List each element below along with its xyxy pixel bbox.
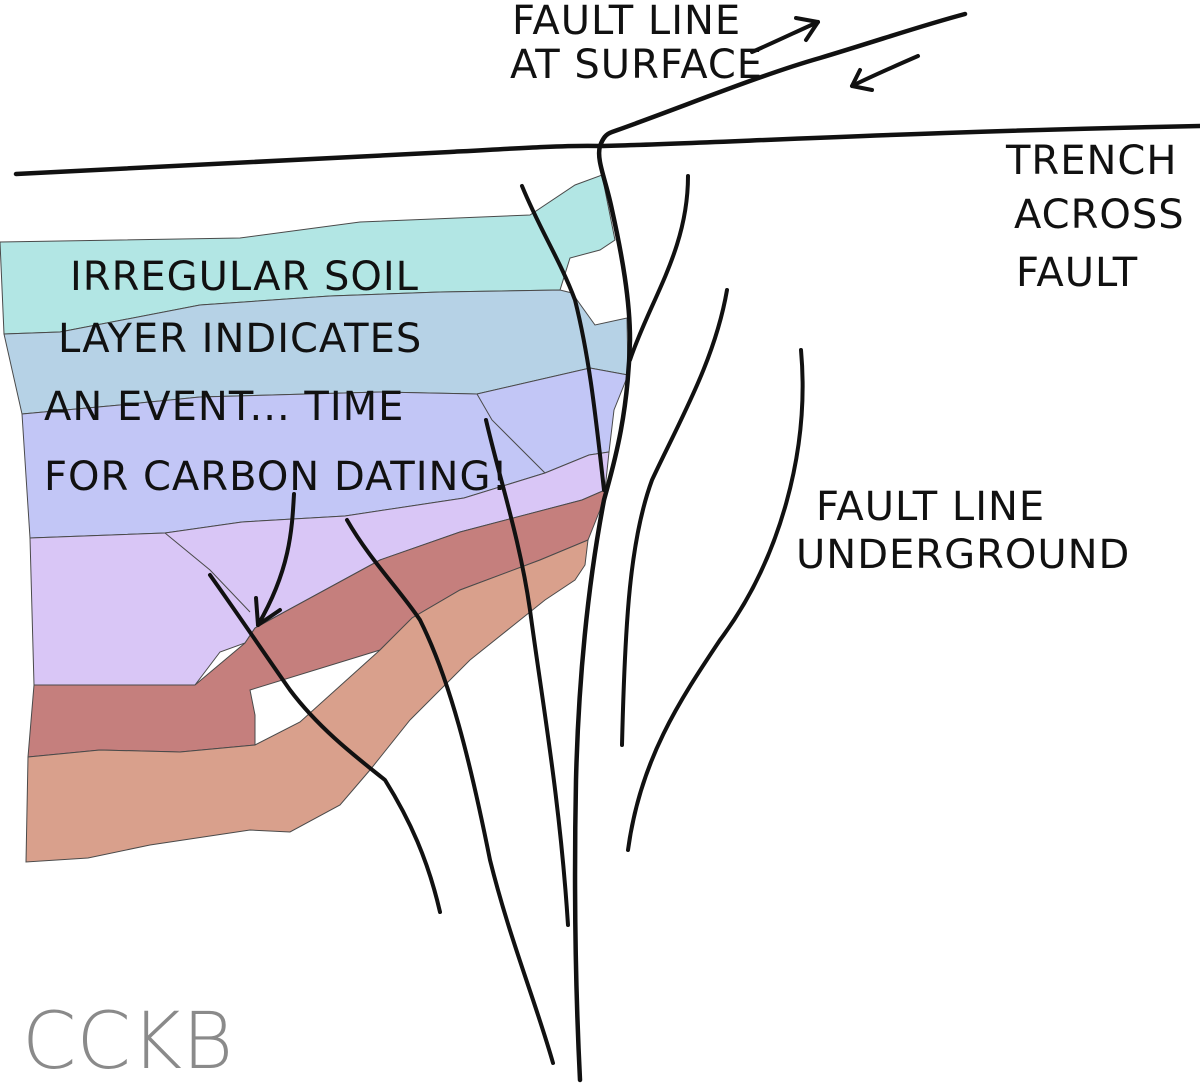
label-soil-note-1: IRREGULAR SOIL [70, 254, 419, 300]
surface-fault-line [597, 11, 968, 149]
ground-surface-line [13, 123, 1200, 177]
fault-branch-left-1 [484, 418, 570, 927]
fault-branch-right-1 [628, 174, 690, 362]
label-trench-3: FAULT [1016, 250, 1138, 296]
signature-logo: CCKB [22, 997, 233, 1087]
label-trench-1: TRENCH [1005, 138, 1177, 184]
soil-layer-tan [25, 539, 589, 863]
callout-arrow-irregular-layer [254, 492, 296, 627]
fault-branch-left-3 [208, 573, 442, 914]
soil-layers [0, 174, 629, 863]
label-fault-underground-2: UNDERGROUND [796, 532, 1130, 578]
label-fault-line-surface-1: FAULT LINE [512, 0, 741, 44]
main-fault-line [572, 143, 633, 1083]
label-fault-line-surface-2: AT SURFACE [510, 42, 763, 88]
fault-strand-upper [520, 184, 606, 492]
label-fault-underground-1: FAULT LINE [816, 484, 1045, 530]
fault-branch-right-3 [626, 348, 805, 852]
fault-branch-left-2 [345, 518, 555, 1065]
label-soil-note-3: AN EVENT... TIME [44, 384, 404, 430]
slip-arrow-up-right [750, 16, 820, 54]
slip-arrow-down-left [850, 54, 920, 92]
label-soil-note-4: FOR CARBON DATING! [44, 454, 508, 500]
label-trench-2: ACROSS [1014, 192, 1185, 238]
label-soil-note-2: LAYER INDICATES [58, 316, 422, 362]
fault-branch-right-2 [620, 288, 729, 747]
